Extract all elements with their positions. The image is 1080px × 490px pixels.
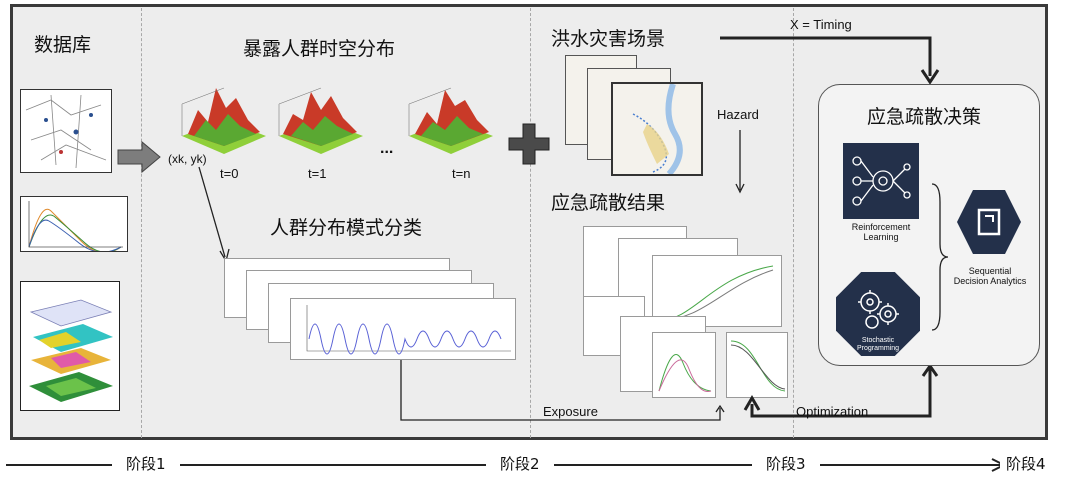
evacuation-result-title: 应急疏散结果 xyxy=(551,192,666,214)
pattern-classification-title: 人群分布模式分类 xyxy=(270,217,423,239)
stage-divider-3 xyxy=(793,8,794,438)
flood-map-3 xyxy=(611,82,703,177)
analytics-icon xyxy=(957,190,1021,254)
exposure-arrow-icon xyxy=(400,360,725,421)
result-plot-3 xyxy=(652,255,782,327)
optimization-label: Optimization xyxy=(796,404,869,419)
rl-label: Reinforcement Learning xyxy=(851,222,911,243)
database-chart-thumbnail xyxy=(20,196,128,254)
surface-plot-t1 xyxy=(275,80,365,160)
hazard-arrows-icon xyxy=(720,36,940,194)
stage-label-3: 阶段3 xyxy=(752,453,820,474)
coordinate-arrow-icon xyxy=(198,166,230,263)
surface-plot-t0 xyxy=(178,80,268,160)
stage-divider-2 xyxy=(530,8,531,438)
coordinate-label: (xk, yk) xyxy=(168,152,207,166)
hazard-label: Hazard xyxy=(717,107,759,122)
timeseries-plot-4 xyxy=(290,298,516,360)
gears-icon xyxy=(836,272,920,356)
timing-label: X = Timing xyxy=(790,17,852,32)
sda-label: Sequential Decision Analytics xyxy=(953,266,1027,287)
exposure-label: Exposure xyxy=(543,404,598,419)
input-arrow-icon xyxy=(117,140,161,174)
neural-network-icon xyxy=(843,143,919,219)
stage-label-4: 阶段4 xyxy=(1000,453,1052,474)
surface-plot-tn xyxy=(405,80,497,160)
evacuation-decision-title: 应急疏散决策 xyxy=(867,106,982,128)
bracket-icon xyxy=(931,183,949,331)
time-label-tn: t=n xyxy=(452,166,471,181)
stage-label-2: 阶段2 xyxy=(486,453,554,474)
stage-label-1: 阶段1 xyxy=(112,453,180,474)
database-title: 数据库 xyxy=(34,34,92,56)
result-plot-6 xyxy=(652,332,716,398)
exposure-distribution-title: 暴露人群时空分布 xyxy=(243,38,396,60)
optimization-arrow-icon xyxy=(743,366,939,418)
time-label-t0: t=0 xyxy=(220,166,239,181)
result-plot-7 xyxy=(726,332,788,398)
time-label-t1: t=1 xyxy=(308,166,327,181)
time-ellipsis: ... xyxy=(380,140,394,157)
flood-scenario-title: 洪水灾害场景 xyxy=(551,28,666,50)
database-layers-thumbnail xyxy=(20,281,120,411)
combine-plus-icon xyxy=(508,123,550,165)
database-map-thumbnail xyxy=(20,89,112,173)
sp-label: Stochastic Programming xyxy=(856,337,899,353)
stage-divider-1 xyxy=(141,8,142,438)
